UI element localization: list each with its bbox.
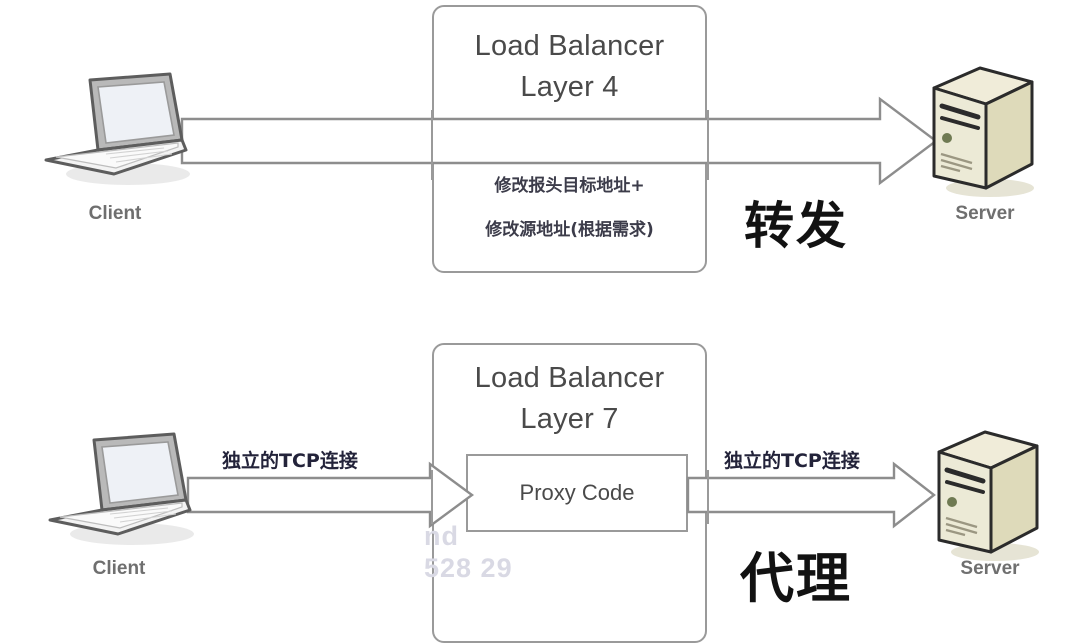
- layer7-left-flow-arrow: [186, 461, 475, 529]
- layer4-note-line-1: 修改报头目标地址+: [494, 176, 645, 196]
- layer7-right-link-label: 独立的TCP连接: [724, 450, 860, 472]
- client-caption-bottom: Client: [92, 558, 146, 579]
- server-caption-top: Server: [955, 203, 1015, 224]
- server-tower-icon: [932, 66, 1034, 197]
- load-balancer-layer7-title: Load Balancer Layer 7: [474, 362, 665, 435]
- proxy-code-box: Proxy Code: [466, 454, 688, 532]
- layer7-left-link-label: 独立的TCP连接: [222, 450, 358, 472]
- client-caption-top: Client: [88, 203, 142, 224]
- layer4-flow-arrow: [180, 95, 940, 187]
- laptop-icon: [48, 432, 194, 545]
- layer7-box-edge-overlay: [431, 470, 709, 524]
- load-balancer-layer4-title: Load Balancer Layer 4: [474, 30, 665, 103]
- laptop-icon: [44, 72, 190, 185]
- layer7-right-flow-arrow: [686, 461, 936, 529]
- server-tower-icon: [937, 430, 1039, 561]
- watermark-text: nd 528 29: [424, 521, 513, 583]
- layer7-callout-proxy: 代理: [740, 547, 852, 610]
- layer4-box-edge-overlay: [431, 110, 709, 180]
- layer4-callout-forward: 转发: [744, 197, 848, 255]
- server-caption-bottom: Server: [960, 558, 1020, 579]
- layer4-note-line-2: 修改源地址(根据需求): [485, 220, 654, 240]
- proxy-code-label: Proxy Code: [519, 480, 635, 505]
